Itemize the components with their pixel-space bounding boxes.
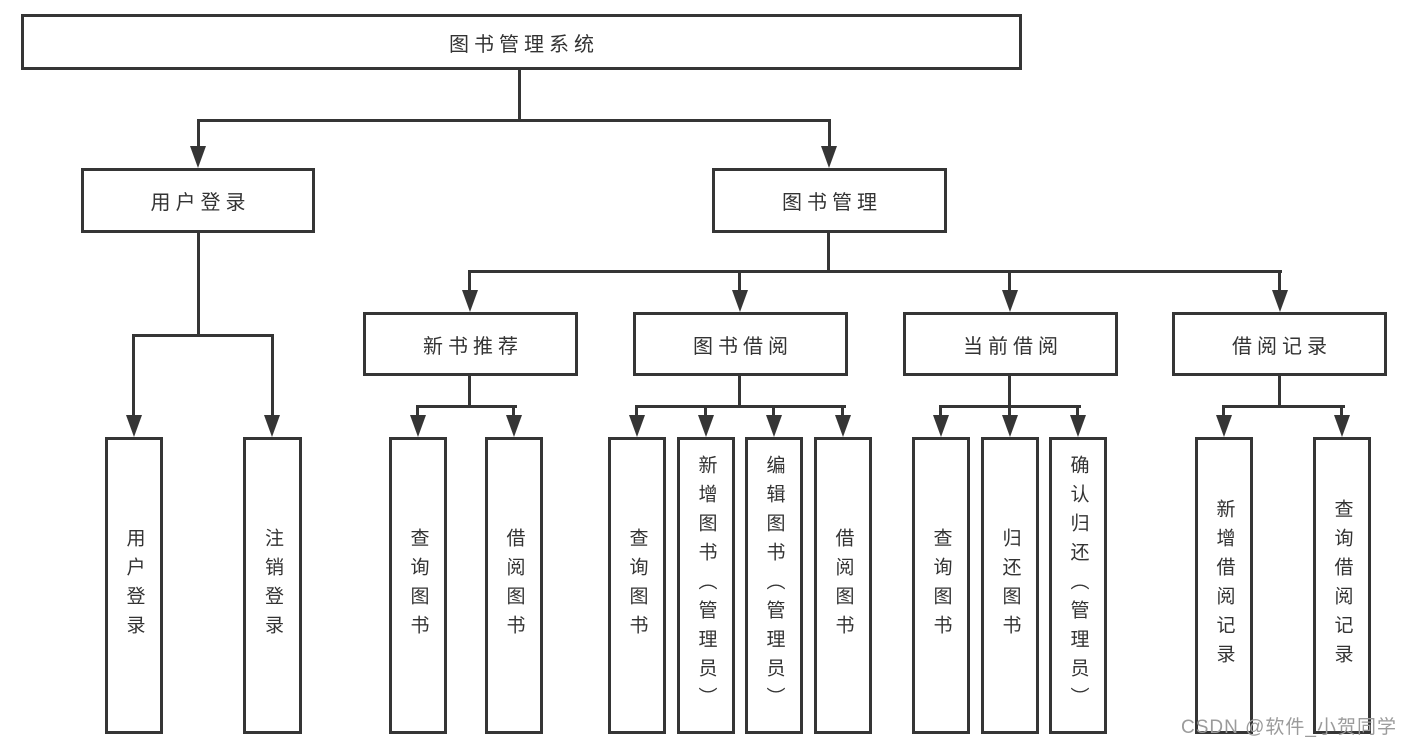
connector-line: [1008, 376, 1011, 407]
watermark: CSDN @软件_小贺同学: [1181, 717, 1397, 738]
node-label: 查询图书: [930, 527, 952, 644]
node-label: 借阅记录: [1232, 335, 1332, 358]
arrowhead-icon: [1002, 415, 1018, 437]
arrowhead-icon: [933, 415, 949, 437]
connector-line: [197, 119, 831, 122]
connector-line: [197, 119, 200, 148]
connector-line: [635, 405, 638, 416]
connector-line: [132, 334, 274, 337]
node-current-borrowing: 当前借阅: [903, 312, 1118, 376]
connector-line: [841, 405, 844, 416]
node-label: 图书管理系统: [449, 33, 599, 56]
node-label: 归还图书: [999, 527, 1021, 644]
leaf-bb-edit-books-admin: 编辑图书（管理员）: [745, 437, 803, 734]
leaf-nb-borrow-books: 借阅图书: [485, 437, 543, 734]
connector-line: [828, 119, 831, 148]
connector-line: [132, 334, 135, 416]
arrowhead-icon: [410, 415, 426, 437]
connector-line: [197, 232, 200, 337]
node-new-book-recommendation: 新书推荐: [363, 312, 578, 376]
arrowhead-icon: [1334, 415, 1350, 437]
connector-line: [738, 270, 741, 291]
connector-line: [939, 405, 942, 416]
node-label: 新增借阅记录: [1213, 498, 1235, 673]
connector-line: [518, 70, 521, 122]
leaf-bb-add-books-admin: 新增图书（管理员）: [677, 437, 735, 734]
node-label: 查询图书: [407, 527, 429, 644]
leaf-cb-return-books: 归还图书: [981, 437, 1039, 734]
arrowhead-icon: [766, 415, 782, 437]
arrowhead-icon: [462, 290, 478, 312]
connector-line: [704, 405, 707, 416]
connector-line: [738, 376, 741, 407]
node-label: 查询借阅记录: [1331, 498, 1353, 673]
connector-line: [416, 405, 517, 408]
node-label: 借阅图书: [503, 527, 525, 644]
leaf-cb-confirm-return-admin: 确认归还（管理员）: [1049, 437, 1107, 734]
connector-line: [772, 405, 775, 416]
connector-line: [1278, 376, 1281, 407]
connector-line: [1076, 405, 1079, 416]
node-book-borrowing: 图书借阅: [633, 312, 848, 376]
arrowhead-icon: [1002, 290, 1018, 312]
connector-line: [827, 233, 830, 273]
connector-line: [271, 334, 274, 416]
arrowhead-icon: [821, 146, 837, 168]
connector-line: [416, 405, 419, 416]
leaf-logout: 注销登录: [243, 437, 302, 734]
connector-line: [468, 270, 1282, 273]
node-label: 新书推荐: [423, 335, 523, 358]
node-user-login: 用户登录: [81, 168, 315, 233]
node-label: 图书借阅: [693, 335, 793, 358]
arrowhead-icon: [190, 146, 206, 168]
arrowhead-icon: [1216, 415, 1232, 437]
connector-line: [1222, 405, 1225, 416]
connector-line: [635, 405, 846, 408]
arrowhead-icon: [732, 290, 748, 312]
arrowhead-icon: [506, 415, 522, 437]
node-label: 查询图书: [626, 527, 648, 644]
arrowhead-icon: [264, 415, 280, 437]
node-label: 当前借阅: [963, 335, 1063, 358]
node-library-management-system: 图书管理系统: [21, 14, 1022, 70]
connector-line: [1222, 405, 1345, 408]
leaf-bb-query-books: 查询图书: [608, 437, 666, 734]
connector-line: [468, 376, 471, 407]
connector-line: [1008, 270, 1011, 291]
leaf-cb-query-books: 查询图书: [912, 437, 970, 734]
node-label: 编辑图书（管理员）: [763, 455, 785, 716]
node-book-management: 图书管理: [712, 168, 947, 233]
leaf-bb-borrow-books: 借阅图书: [814, 437, 872, 734]
arrowhead-icon: [629, 415, 645, 437]
node-label: 图书管理: [782, 192, 882, 214]
connector-line: [1008, 405, 1011, 416]
leaf-user-login: 用户登录: [105, 437, 163, 734]
node-label: 借阅图书: [832, 527, 854, 644]
connector-line: [1278, 270, 1281, 291]
node-label: 用户登录: [123, 527, 145, 644]
arrowhead-icon: [126, 415, 142, 437]
arrowhead-icon: [1272, 290, 1288, 312]
connector-line: [1340, 405, 1343, 416]
arrowhead-icon: [835, 415, 851, 437]
connector-line: [468, 270, 471, 291]
node-label: 用户登录: [150, 192, 251, 214]
node-borrowing-records: 借阅记录: [1172, 312, 1387, 376]
node-label: 注销登录: [262, 527, 283, 644]
node-label: 确认归还（管理员）: [1067, 455, 1089, 716]
arrowhead-icon: [1070, 415, 1086, 437]
connector-line: [512, 405, 515, 416]
leaf-nb-query-books: 查询图书: [389, 437, 447, 734]
leaf-br-query-borrow-record: 查询借阅记录: [1313, 437, 1371, 734]
node-label: 新增图书（管理员）: [695, 455, 717, 716]
arrowhead-icon: [698, 415, 714, 437]
leaf-br-add-borrow-record: 新增借阅记录: [1195, 437, 1253, 734]
